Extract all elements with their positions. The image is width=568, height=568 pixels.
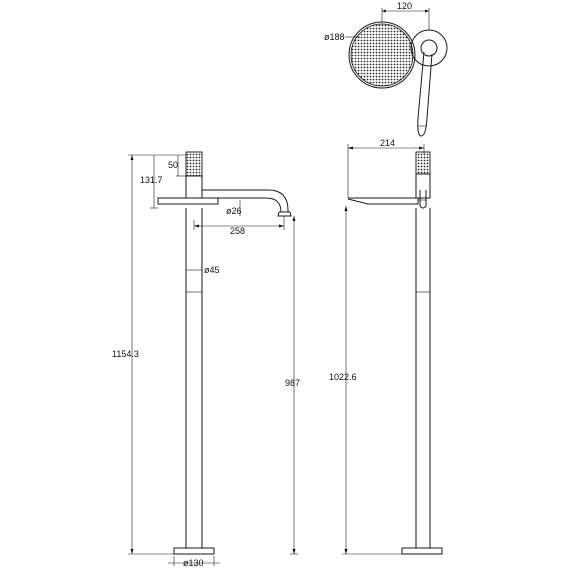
dim-side-depth: 214 xyxy=(380,138,395,148)
dim-120: 120 xyxy=(397,1,412,11)
dim-total-height: 1154.3 xyxy=(112,349,139,359)
dim-column-diameter: ø45 xyxy=(204,265,220,275)
front-handle xyxy=(185,151,203,177)
front-spout xyxy=(202,189,289,213)
front-shelf xyxy=(157,197,219,205)
dim-131-7: 131.7 xyxy=(140,175,163,185)
dim-head-diameter: ø188 xyxy=(324,32,345,42)
top-view: 120 ø188 xyxy=(324,1,448,137)
side-handle xyxy=(415,151,431,175)
mount-ring-inner xyxy=(420,39,438,57)
dim-spout-diameter: ø26 xyxy=(226,206,242,216)
shower-arm xyxy=(417,51,433,137)
mount-ring-outer xyxy=(410,29,448,67)
side-view: 214 1022.6 xyxy=(329,138,443,555)
front-base xyxy=(173,547,215,555)
side-base xyxy=(401,547,443,555)
front-view: 1154.3 50 131.7 ø26 258 ø45 987 ø130 xyxy=(112,151,300,568)
dim-handle-height: 50 xyxy=(168,160,178,170)
dim-side-height: 1022.6 xyxy=(329,372,357,382)
shower-head-knurl xyxy=(350,23,414,87)
dim-spout-height: 987 xyxy=(285,378,300,388)
dim-spout-reach: 258 xyxy=(230,226,245,236)
side-shelf xyxy=(347,197,419,205)
dim-base-diameter: ø130 xyxy=(183,558,204,568)
